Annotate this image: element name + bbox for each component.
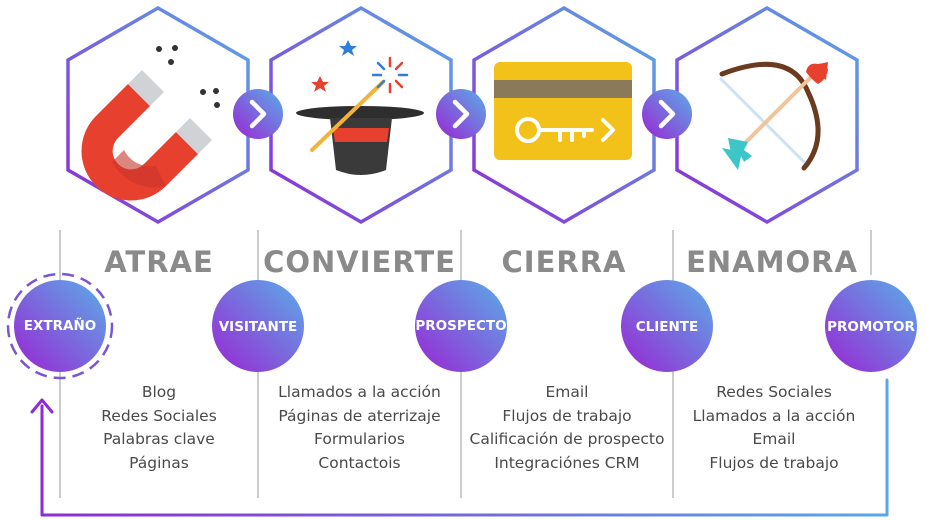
stage-items-atrae: Blog Redes Sociales Palabras clave Págin… [60,381,258,476]
role-circle-prospecto [415,280,507,372]
role-circle-visitante [212,280,304,372]
list-item: Email [545,383,589,401]
role-label-cliente: CLIENTE [635,319,699,335]
role-label-prospecto: PROSPECTO [415,318,507,334]
list-item: Páginas de aterrizaje [278,406,441,425]
role-circle-cliente [621,280,713,372]
role-circle-extrano [14,280,106,372]
stage-title-enamora: ENAMORA [686,245,858,279]
magnet-icon [81,45,220,201]
list-item: Páginas [129,454,189,473]
chevron-right-icon [642,89,692,139]
stage-title-convierte: CONVIERTE [263,245,456,279]
list-item: Blog [141,383,177,401]
list-item: Contactois [318,454,401,473]
list-item: Integraciónes CRM [494,454,640,473]
role-circle-promotor [825,280,917,372]
stage-items-enamora: Redes Sociales Llamados a la acción Emai… [673,381,875,476]
chevron-right-icon [233,89,283,139]
bow-and-arrow-icon [718,61,828,171]
magic-hat-icon [296,40,424,175]
key-card-icon [494,62,632,160]
list-item: Flujos de trabajo [502,406,632,425]
list-item: Formularios [314,430,405,449]
list-item: Redes Sociales [716,383,832,401]
stage-title-cierra: CIERRA [501,245,627,279]
list-item: Llamados a la acción [692,406,856,425]
stage-items-cierra: Email Flujos de trabajo Calificación de … [461,381,673,476]
list-item: Flujos de trabajo [709,454,839,473]
list-item: Palabras clave [103,430,215,449]
role-label-visitante: VISITANTE [218,319,298,335]
dashed-ring [6,272,114,380]
list-item: Email [752,430,796,449]
stage-items-convierte: Llamados a la acción Páginas de aterriza… [258,381,461,476]
chevron-right-icon [436,89,486,139]
hexagon-4 [675,5,859,225]
role-label-promotor: PROMOTOR [827,319,915,335]
stage-title-atrae: ATRAE [104,245,214,279]
return-loop-arrow [30,378,889,517]
list-item: Llamados a la acción [278,383,441,401]
role-label-extrano: EXTRAÑO [23,318,97,334]
list-item: Calificación de prospecto [469,430,665,449]
list-item: Redes Sociales [101,406,217,425]
